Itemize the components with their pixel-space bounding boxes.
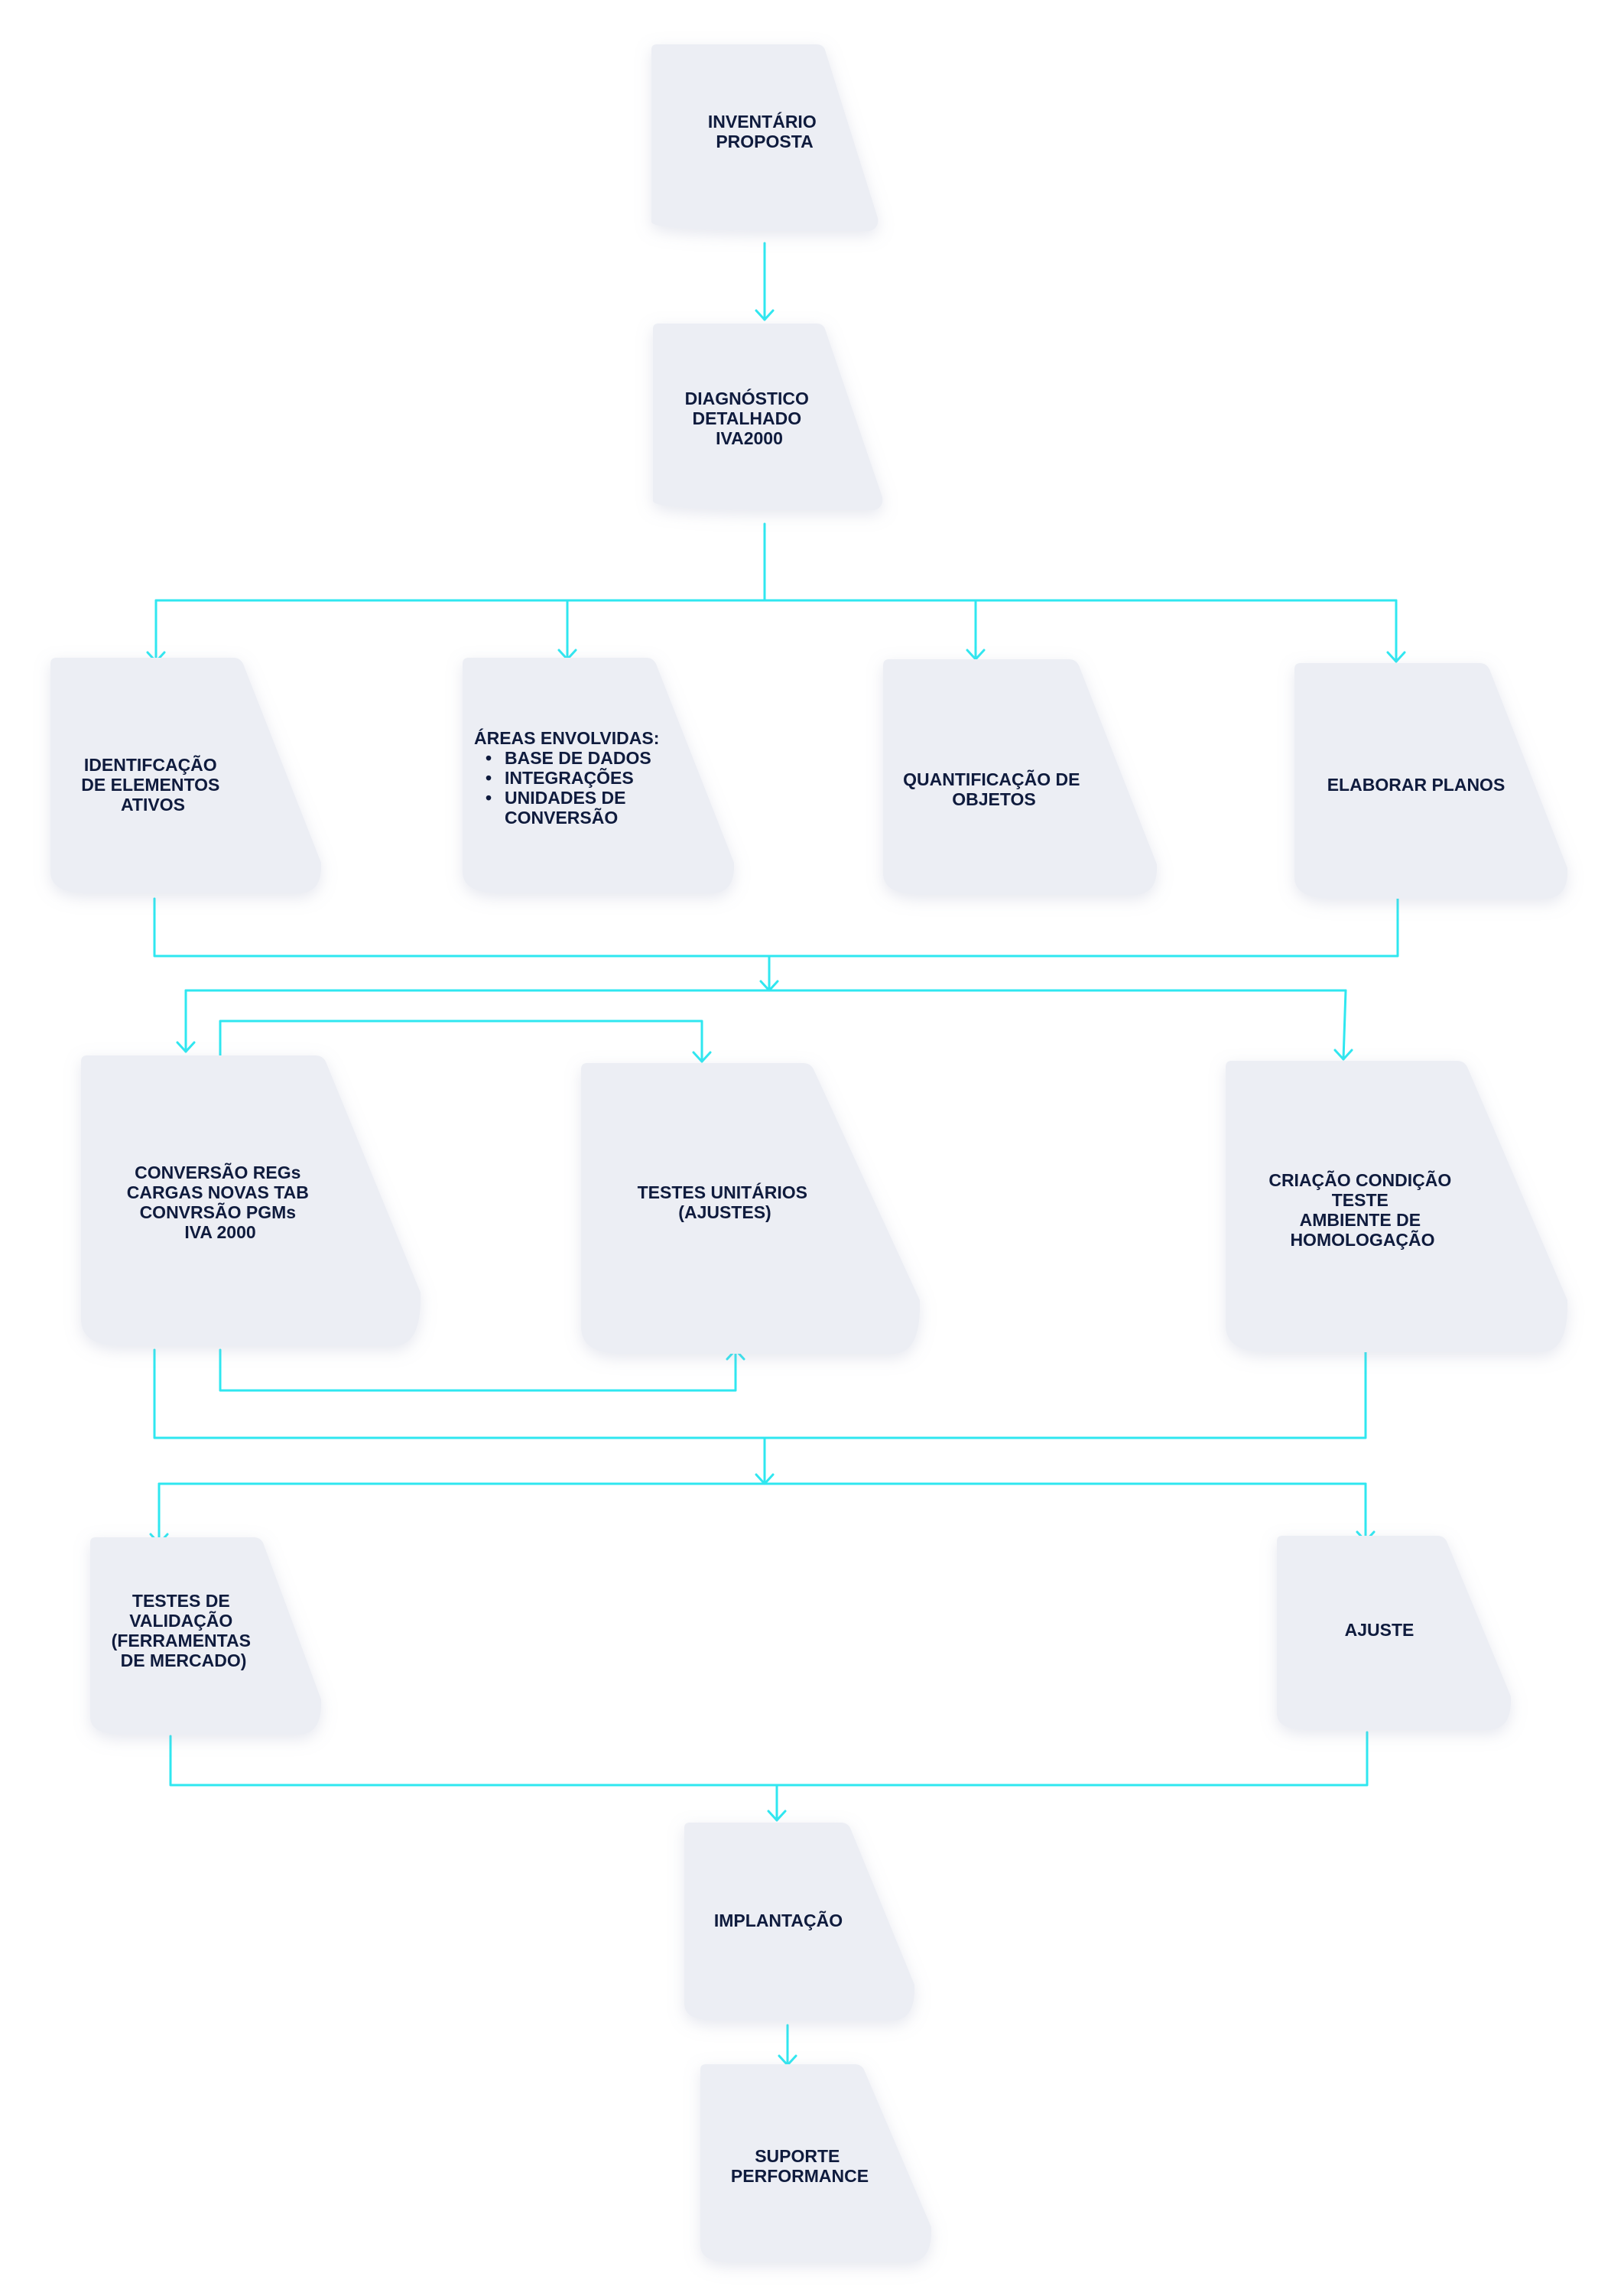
- connector-line: [169, 1731, 1369, 1787]
- node-quantificacao: QUANTIFICAÇÃO DE OBJETOS: [883, 659, 1158, 895]
- node-diagnostico: DIAGNÓSTICO DETALHADO IVA2000: [653, 324, 883, 510]
- node-testes-unitarios: TESTES UNITÁRIOS (AJUSTES): [581, 1063, 921, 1354]
- arrowhead: [1333, 1049, 1353, 1061]
- node-label: AJUSTE: [1345, 1620, 1415, 1640]
- node-testes-validacao: TESTES DE VALIDAÇÃO (FERRAMENTAS DE MERC…: [90, 1537, 322, 1735]
- connector-line: [219, 1348, 737, 1392]
- node-label: TESTES UNITÁRIOS (AJUSTES): [638, 1182, 813, 1222]
- node-elaborar: ELABORAR PLANOS: [1294, 663, 1568, 899]
- node-implantacao: IMPLANTAÇÃO: [684, 1823, 915, 2021]
- arrowhead: [176, 1041, 196, 1053]
- node-conversao: CONVERSÃO REGs CARGAS NOVAS TAB CONVRSÃO…: [81, 1055, 421, 1346]
- node-ajuste: AJUSTE: [1277, 1536, 1512, 1730]
- node-label: SUPORTE PERFORMANCE: [731, 2146, 869, 2186]
- node-label: TESTES DE VALIDAÇÃO (FERRAMENTAS DE MERC…: [112, 1591, 256, 1670]
- arrowhead: [692, 1051, 712, 1063]
- node-shape: [81, 1055, 421, 1346]
- arrowhead: [759, 980, 779, 992]
- arrowhead: [755, 1473, 775, 1485]
- node-label: ELABORAR PLANOS: [1327, 775, 1505, 795]
- node-suporte: SUPORTE PERFORMANCE: [700, 2064, 932, 2262]
- node-label: CONVERSÃO REGs CARGAS NOVAS TAB CONVRSÃO…: [127, 1162, 314, 1242]
- node-label: QUANTIFICAÇÃO DE OBJETOS: [903, 769, 1085, 809]
- arrowhead: [755, 309, 775, 321]
- node-shape: [1277, 1536, 1512, 1730]
- node-label: INVENTÁRIO PROPOSTA: [708, 111, 821, 151]
- arrowhead: [1386, 651, 1406, 663]
- node-shape: [883, 659, 1158, 895]
- node-shape: [700, 2064, 932, 2262]
- connector-line: [1342, 989, 1347, 1061]
- connector-line: [219, 1020, 703, 1063]
- connector-line: [153, 1348, 1367, 1439]
- node-shape: [653, 324, 883, 510]
- arrowhead: [767, 1810, 787, 1822]
- node-shape: [1226, 1061, 1568, 1352]
- connector-line: [153, 897, 1399, 958]
- node-inventario: INVENTÁRIO PROPOSTA: [651, 44, 879, 231]
- node-shape: [684, 1823, 915, 2021]
- node-label: IMPLANTAÇÃO: [714, 1910, 843, 1930]
- bullet-list: •BASE DE DADOS •INTEGRAÇÕES •UNIDADES DE…: [486, 748, 656, 828]
- node-shape: [463, 658, 735, 893]
- node-label: DIAGNÓSTICO DETALHADO IVA2000: [685, 388, 814, 448]
- node-criacao: CRIAÇÃO CONDIÇÃO TESTE AMBIENTE DE HOMOL…: [1226, 1061, 1568, 1352]
- node-shape: [50, 658, 322, 893]
- node-shape: [1294, 663, 1568, 899]
- node-areas: ÁREAS ENVOLVIDAS: •BASE DE DADOS •INTEGR…: [463, 658, 735, 893]
- node-shape: [90, 1537, 322, 1735]
- node-label: ÁREAS ENVOLVIDAS:: [474, 727, 659, 748]
- node-label: CRIAÇÃO CONDIÇÃO TESTE AMBIENTE DE HOMOL…: [1268, 1169, 1456, 1250]
- node-identificacao: IDENTIFCAÇÃO DE ELEMENTOS ATIVOS: [50, 658, 322, 893]
- node-shape: [581, 1063, 921, 1354]
- node-label: IDENTIFCAÇÃO DE ELEMENTOS ATIVOS: [81, 754, 224, 815]
- connector-lines: [146, 242, 1406, 2067]
- node-shape: [651, 44, 879, 231]
